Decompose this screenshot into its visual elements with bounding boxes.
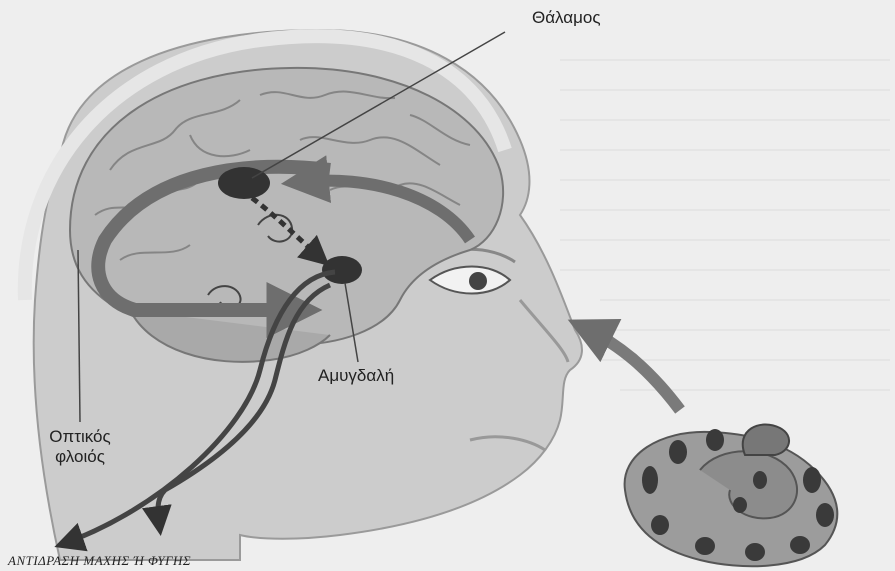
- amygdala-label: Αμυγδαλή: [318, 366, 394, 386]
- snake-to-eye-arrow: [585, 328, 680, 410]
- thalamus-label: Θάλαμος: [532, 8, 601, 28]
- optic-cortex-label-line2: φλοιός: [30, 447, 130, 467]
- optic-cortex-label: Οπτικός φλοιός: [30, 427, 130, 468]
- caption: ΑΝΤΙΔΡΑΣΗ ΜΑΧΗΣ Ή ΦΥΓΗΣ: [8, 553, 191, 569]
- optic-cortex-label-line1: Οπτικός: [30, 427, 130, 447]
- amygdala: [322, 256, 362, 284]
- snake-icon: [625, 424, 838, 566]
